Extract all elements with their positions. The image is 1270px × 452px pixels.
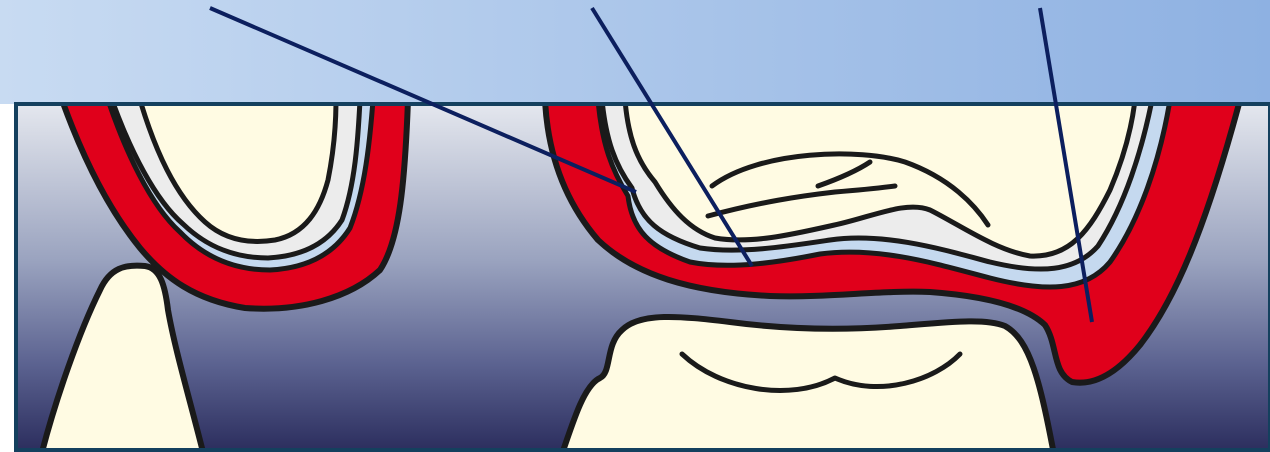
right-lower-tooth <box>560 317 1055 452</box>
header-band <box>0 0 1270 104</box>
